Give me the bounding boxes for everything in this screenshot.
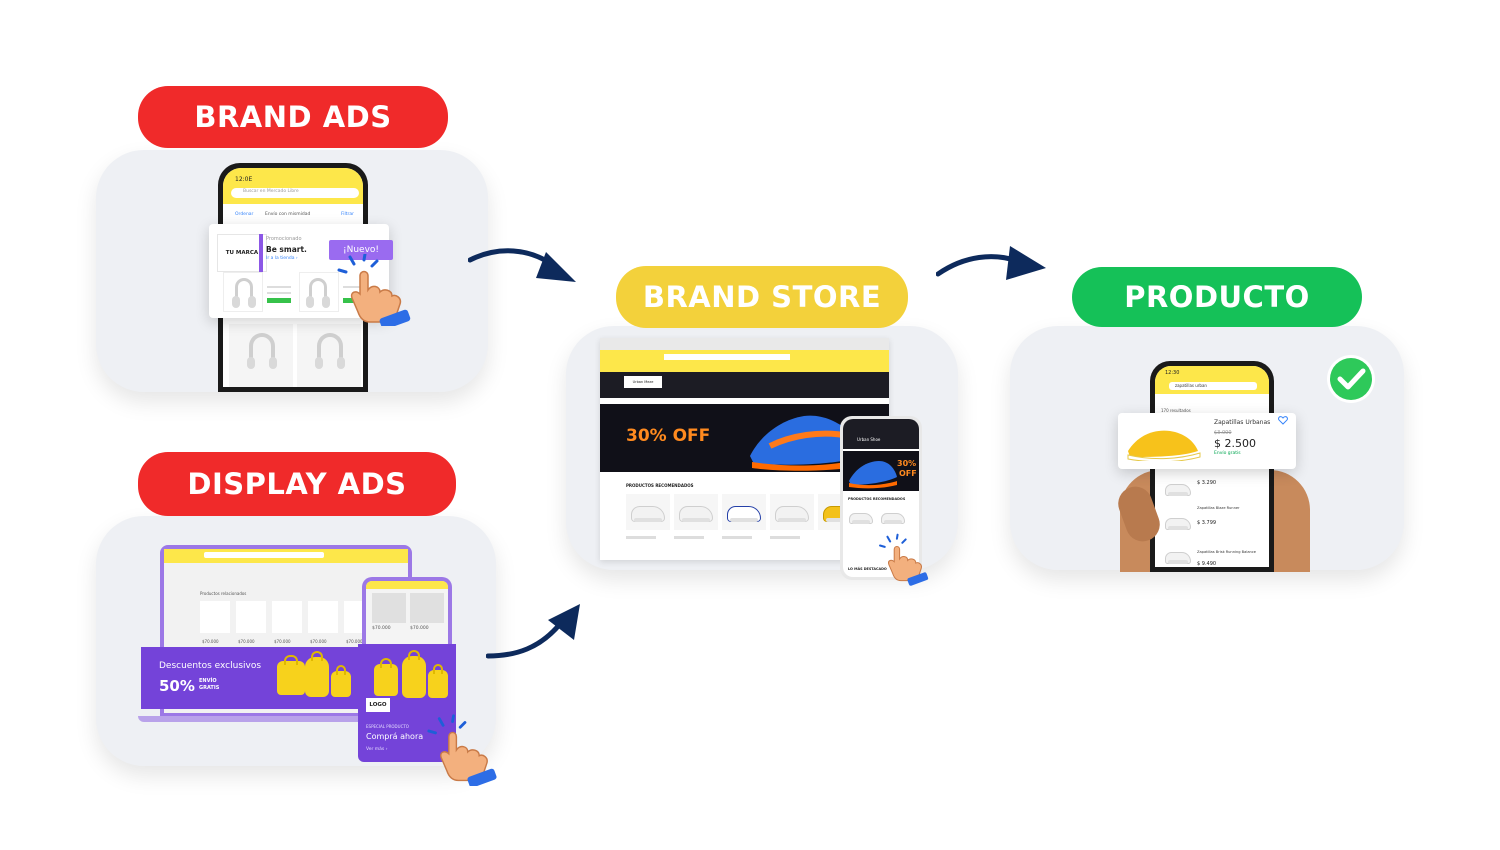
list-name-2: Zapatillas Brisk Running Balance xyxy=(1197,550,1257,554)
banner-title: Descuentos exclusivos xyxy=(159,661,262,671)
bag-icon xyxy=(402,650,426,698)
banner-shipping-1: ENVÍO xyxy=(199,678,217,684)
shoe-icon xyxy=(1165,484,1191,496)
shoe-icon xyxy=(1127,430,1201,461)
phone-price-1: $70.000 xyxy=(372,626,391,631)
logo-box: LOGO xyxy=(366,698,390,712)
brand-store-label: BRAND STORE xyxy=(616,266,908,328)
bag-icon xyxy=(305,651,329,697)
store-link[interactable]: Ir a la tienda › xyxy=(266,256,298,261)
brand-ads-label: BRAND ADS xyxy=(138,86,448,148)
arrow-icon xyxy=(468,248,576,282)
shoe-icon xyxy=(679,506,713,522)
display-phone: $70.000 $70.000 xyxy=(362,577,452,657)
bag-icon xyxy=(374,658,398,696)
phone-promo-1: 30% xyxy=(897,459,917,468)
display-banner[interactable]: Descuentos exclusivos 50% ENVÍO GRATIS xyxy=(141,647,361,709)
filter-button[interactable]: Filtrar xyxy=(341,212,354,217)
producto-search-text: zapatillas urban xyxy=(1175,383,1207,388)
promoted-label: Promocionado xyxy=(266,236,302,242)
hand-tap-icon xyxy=(427,714,497,786)
bag-icon xyxy=(277,655,305,695)
store-section: PRODUCTOS RECOMENDADOS xyxy=(626,483,694,488)
shoe-icon xyxy=(727,506,761,522)
shoe-icon xyxy=(775,506,809,522)
product-shipping: Envío gratis xyxy=(1214,451,1241,456)
phone-section: PRODUCTOS RECOMENDADOS xyxy=(848,497,906,501)
price-1: $70.000 xyxy=(202,639,219,644)
list-price-1: $ 3.290 xyxy=(1197,480,1217,486)
store-name: Urban Meze xyxy=(632,380,654,384)
shoe-icon xyxy=(849,513,873,524)
banner-shipping-2: GRATIS xyxy=(199,685,220,691)
logo-text: LOGO xyxy=(369,702,387,708)
search-input[interactable]: Buscar en Mercado Libre xyxy=(231,188,359,198)
related-title: Productos relacionados xyxy=(200,591,247,596)
headphone-icon xyxy=(232,278,256,308)
producto-label: PRODUCTO xyxy=(1072,267,1362,327)
producto-search[interactable]: zapatillas urban xyxy=(1169,382,1257,390)
headphone-icon xyxy=(306,278,330,308)
shoe-icon xyxy=(881,513,905,524)
shipping-toggle-label[interactable]: Envío con mismidad xyxy=(265,212,311,217)
headphone-icon xyxy=(247,333,277,369)
heart-icon[interactable] xyxy=(1278,416,1288,425)
store-promo: 30% OFF xyxy=(626,426,711,446)
bag-icon xyxy=(331,665,351,697)
product-name: Zapatillas Urbanas xyxy=(1214,419,1271,426)
headphone-icon xyxy=(315,333,345,369)
special-label: ESPECIAL PRODUCTO xyxy=(366,724,409,729)
see-more-link[interactable]: Ver más › xyxy=(366,747,388,752)
shoe-icon xyxy=(631,506,665,522)
display-phone-ad[interactable]: LOGO ESPECIAL PRODUCTO Comprá ahora Ver … xyxy=(358,644,456,762)
shoe-icon xyxy=(1165,518,1191,530)
product-old-price: $3.000 xyxy=(1214,430,1232,436)
product-card[interactable]: Zapatillas Urbanas $3.000 $ 2.500 Envío … xyxy=(1118,413,1296,469)
hand-tap-icon xyxy=(879,533,929,586)
phone-section-2: LO MÁS DESTACADO xyxy=(848,567,887,571)
list-name-1: Zapatillas Blaze Runner xyxy=(1197,506,1240,510)
new-badge-text: ¡Nuevo! xyxy=(342,245,380,255)
list-price-2: $ 3.799 xyxy=(1197,520,1217,526)
new-badge: ¡Nuevo! xyxy=(329,240,393,260)
brand-tagline: Be smart. xyxy=(266,245,307,254)
status-time: 12:0E xyxy=(235,176,253,183)
results-count: 170 resultados xyxy=(1161,408,1191,413)
arrow-icon xyxy=(486,604,580,659)
laptop-base xyxy=(138,716,366,722)
banner-discount: 50% xyxy=(159,677,195,695)
price-3: $70.000 xyxy=(274,639,291,644)
shoe-icon xyxy=(1165,552,1191,564)
store-badge: Urban Meze xyxy=(624,376,662,388)
brand-store-phone: Urban Shoe 30% OFF PRODUCTOS RECOMENDADO… xyxy=(840,416,922,580)
search-placeholder: Buscar en Mercado Libre xyxy=(243,189,299,194)
cta-text[interactable]: Comprá ahora xyxy=(366,732,424,741)
price-5: $70.000 xyxy=(346,639,363,644)
bag-icon xyxy=(428,664,448,698)
sort-button[interactable]: Ordenar xyxy=(235,212,254,217)
brand-logo-box: TU MARCA xyxy=(217,234,267,272)
phone-promo-2: OFF xyxy=(899,469,917,478)
brand-name: TU MARCA xyxy=(225,250,259,256)
phone-store-name: Urban Shoe xyxy=(857,437,881,442)
product-price: $ 2.500 xyxy=(1214,437,1256,450)
display-ads-label: DISPLAY ADS xyxy=(138,452,456,516)
producto-time: 12:30 xyxy=(1165,370,1180,376)
arrow-icon xyxy=(936,246,1046,280)
list-price-3: $ 9.490 xyxy=(1197,561,1217,567)
check-circle-icon xyxy=(1327,355,1375,403)
price-2: $70.000 xyxy=(238,639,255,644)
price-4: $70.000 xyxy=(310,639,327,644)
phone-price-2: $70.000 xyxy=(410,626,429,631)
shoe-icon xyxy=(849,461,897,489)
hand-tap-icon xyxy=(337,254,411,326)
